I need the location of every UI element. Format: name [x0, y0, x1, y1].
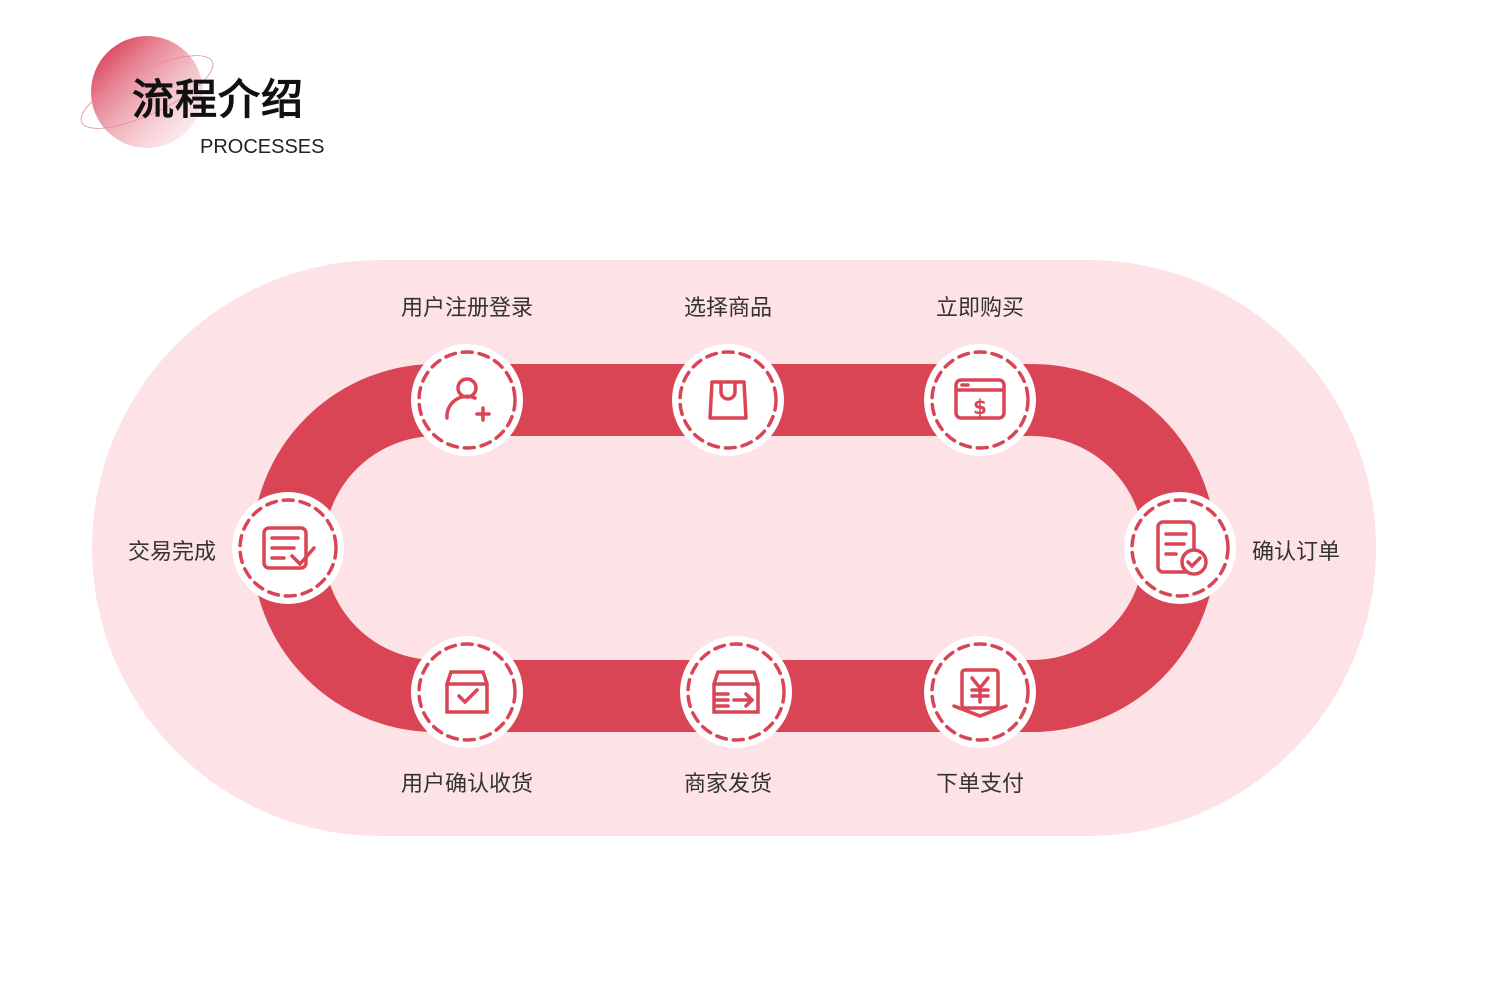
step-label: 下单支付: [935, 772, 1025, 797]
step-node: [672, 344, 784, 456]
page-subtitle: PROCESSES: [200, 136, 325, 158]
svg-text:$: $: [973, 395, 987, 419]
step-label: 确认订单: [1252, 540, 1341, 565]
step-label: 用户注册登录: [400, 296, 534, 321]
shopping-bag-icon: [708, 380, 748, 420]
step-label: 立即购买: [935, 296, 1025, 321]
title-decoration: [80, 36, 214, 148]
receive-box-icon: [445, 670, 489, 714]
step-label: 用户确认收货: [400, 772, 534, 797]
page-title: 流程介绍: [132, 75, 305, 124]
step-node: $: [924, 344, 1036, 456]
step-node: [680, 636, 792, 748]
step-node: [411, 344, 523, 456]
shipping-box-icon: [712, 670, 760, 714]
step-node: [924, 636, 1036, 748]
step-label: 交易完成: [127, 540, 216, 565]
step-node: [1124, 492, 1236, 604]
transaction-complete-icon: [262, 526, 316, 570]
payment-window-icon: $: [954, 378, 1006, 420]
user-add-icon: [445, 377, 491, 422]
order-check-icon: [1156, 520, 1208, 576]
step-label: 选择商品: [683, 296, 773, 321]
yuan-payment-icon: [952, 668, 1008, 718]
step-node: [232, 492, 344, 604]
step-label: 商家发货: [683, 772, 773, 797]
step-node: [411, 636, 523, 748]
